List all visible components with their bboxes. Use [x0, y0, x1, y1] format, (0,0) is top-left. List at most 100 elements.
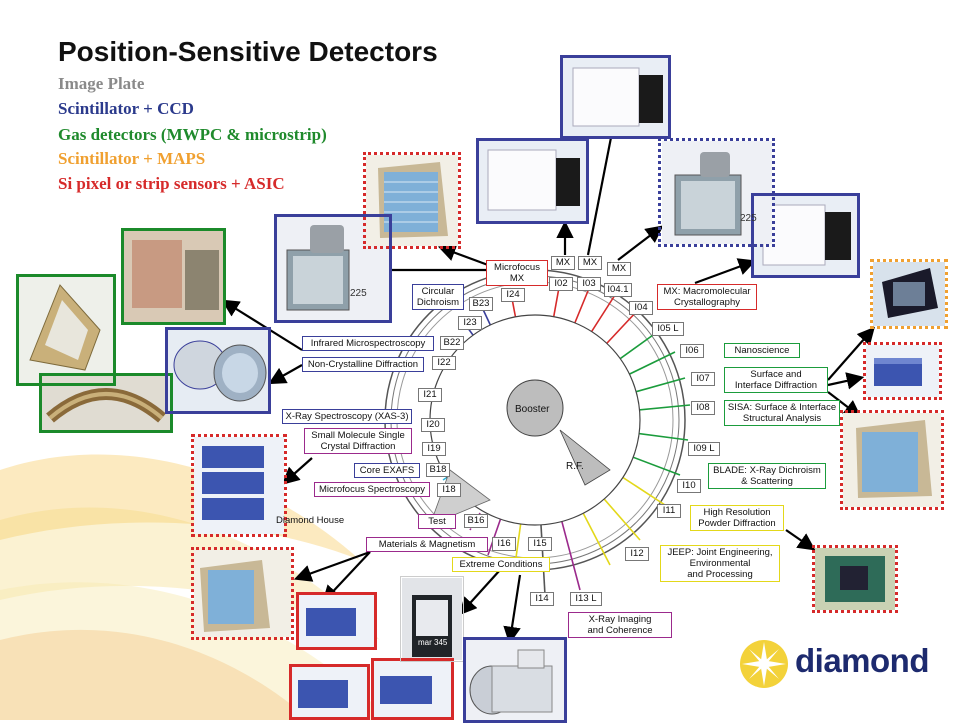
frame-ccd-cylinder	[463, 637, 567, 723]
beamline-id-i03: I03	[577, 277, 601, 291]
beamline-id-i11: I11	[657, 504, 681, 518]
label-test: Test	[418, 514, 456, 529]
beamline-id-b16: B16	[464, 514, 488, 528]
frame-pilatus-large-left	[191, 547, 294, 640]
label-circular-dichroism: Circular Dichroism	[412, 284, 464, 310]
label-core-exafs: Core EXAFS	[354, 463, 420, 478]
frame-ccd-225-dotted	[658, 138, 775, 247]
beamline-id-i20: I20	[421, 418, 445, 432]
gas-detector-photo-b	[19, 277, 113, 383]
frame-pilatus-large-right	[840, 410, 944, 510]
beamline-id-mx1: MX	[551, 256, 575, 270]
label-microfocus-mx: Microfocus MX	[486, 260, 548, 286]
label-xray-imaging-line2: and Coherence	[587, 625, 653, 636]
label-materials: Materials & Magnetism	[366, 537, 488, 552]
beamline-id-b18: B18	[426, 463, 450, 477]
beamline-id-i05l: I05 L	[652, 322, 684, 336]
beamline-id-b22: B22	[440, 336, 464, 350]
frame-stacked-pilatus	[191, 434, 287, 537]
label-blade-line1: BLADE: X-Ray Dichroism	[713, 465, 821, 476]
pilatus-large-photo-right	[843, 413, 941, 507]
rf-label: R.F.	[566, 461, 584, 472]
label-jeep-line3: and Processing	[687, 569, 753, 580]
image-plate-mar-photo	[402, 578, 462, 660]
beamline-id-i12: I12	[625, 547, 649, 561]
sensor-board-photo	[815, 548, 895, 610]
beamline-id-i16: I16	[492, 537, 516, 551]
frame-gas-a	[121, 228, 226, 325]
frame-image-plate	[400, 576, 464, 662]
ccd-detector-photo-top	[563, 57, 669, 136]
frame-pixel-module-right	[863, 342, 942, 400]
frame-gas-b	[16, 274, 116, 386]
frame-ccd-top	[560, 55, 671, 139]
beamline-id-i06: I06	[680, 344, 704, 358]
label-jeep-line1: JEEP: Joint Engineering,	[667, 547, 773, 558]
beamline-id-b23: B23	[469, 297, 493, 311]
label-microfocus-spec: Microfocus Spectroscopy	[314, 482, 430, 497]
frame-pixel-module-b	[289, 664, 370, 720]
photo-label-mar: mar 345	[418, 638, 448, 647]
label-infrared: Infrared Microspectroscopy	[302, 336, 434, 351]
label-microfocus-mx-line1: Microfocus	[494, 262, 540, 273]
label-small-molecule: Small Molecule Single Crystal Diffractio…	[304, 428, 412, 454]
label-xas3: X-Ray Spectroscopy (XAS-3)	[282, 409, 412, 424]
legend-image-plate: Image Plate	[58, 74, 145, 93]
beamline-id-i15: I15	[528, 537, 552, 551]
maps-sensor-chip-photo	[873, 262, 945, 326]
label-jeep: JEEP: Joint Engineering, Environmental a…	[660, 545, 780, 582]
label-xray-imaging: X-Ray Imaging and Coherence	[568, 612, 672, 638]
label-blade: BLADE: X-Ray Dichroism & Scattering	[708, 463, 826, 489]
beamline-id-i13l: I13 L	[570, 592, 602, 606]
frame-maps-chip	[870, 259, 948, 329]
beamline-id-i24: I24	[501, 288, 525, 302]
frame-gas-c	[39, 373, 173, 433]
label-nanoscience: Nanoscience	[724, 343, 800, 358]
frame-maps-camera	[165, 327, 271, 414]
label-surface: Surface and Interface Diffraction	[724, 367, 828, 393]
pixel-detector-photo-top	[366, 155, 458, 246]
beamline-id-i22: I22	[432, 356, 456, 370]
frame-ccd-right	[751, 193, 860, 278]
booster-label: Booster	[515, 404, 550, 415]
frame-pilatus-top	[363, 152, 461, 249]
pixel-module-photo-b	[292, 667, 367, 718]
label-mx-macro-line1: MX: Macromolecular	[663, 286, 751, 297]
label-high-res: High Resolution Powder Diffraction	[690, 505, 784, 531]
legend-gas-detectors: Gas detectors (MWPC & microstrip)	[58, 125, 327, 144]
label-sisa: SISA: Surface & Interface Structural Ana…	[724, 400, 840, 426]
ccd-detector-photo-left	[479, 141, 586, 221]
frame-pixel-module-c	[371, 658, 454, 720]
label-extreme: Extreme Conditions	[452, 557, 550, 572]
pixel-module-photo-right	[866, 345, 939, 397]
legend-si-pixel: Si pixel or strip sensors + ASIC	[58, 174, 285, 193]
label-circular-dichroism-line2: Dichroism	[416, 297, 460, 308]
diamond-logo-text: diamond	[795, 642, 930, 679]
label-small-molecule-line2: Crystal Diffraction	[320, 441, 396, 452]
beamline-id-i10: I10	[677, 479, 701, 493]
diamond-house-label: Diamond House	[276, 515, 345, 526]
label-xray-imaging-line1: X-Ray Imaging	[588, 614, 652, 625]
beamline-id-i02: I02	[549, 277, 573, 291]
stacked-pilatus-photo-left	[194, 437, 284, 534]
label-mx-macro: MX: Macromolecular Crystallography	[657, 284, 757, 310]
label-sisa-line2: Structural Analysis	[742, 413, 822, 424]
ccd-cylinder-photo-bottom	[466, 640, 564, 720]
gas-detector-photo-a	[124, 231, 223, 322]
label-sisa-line1: SISA: Surface & Interface	[727, 402, 837, 413]
label-microfocus-mx-line2: MX	[509, 273, 525, 284]
beamline-id-i23: I23	[458, 316, 482, 330]
beamline-id-mx2: MX	[578, 256, 602, 270]
pixel-module-photo-c	[374, 661, 451, 718]
label-high-res-line1: High Resolution	[703, 507, 771, 518]
photo-label-225-a: 225	[350, 288, 367, 299]
frame-sensor-board	[812, 545, 898, 613]
legend-scintillator-ccd: Scintillator + CCD	[58, 99, 194, 118]
frame-pixel-module-a	[296, 592, 377, 650]
diamond-star-icon	[740, 640, 788, 688]
beamline-id-i08: I08	[691, 401, 715, 415]
beamline-id-i14: I14	[530, 592, 554, 606]
detector-photos	[19, 57, 945, 720]
frame-ccd-225-left	[274, 214, 392, 323]
